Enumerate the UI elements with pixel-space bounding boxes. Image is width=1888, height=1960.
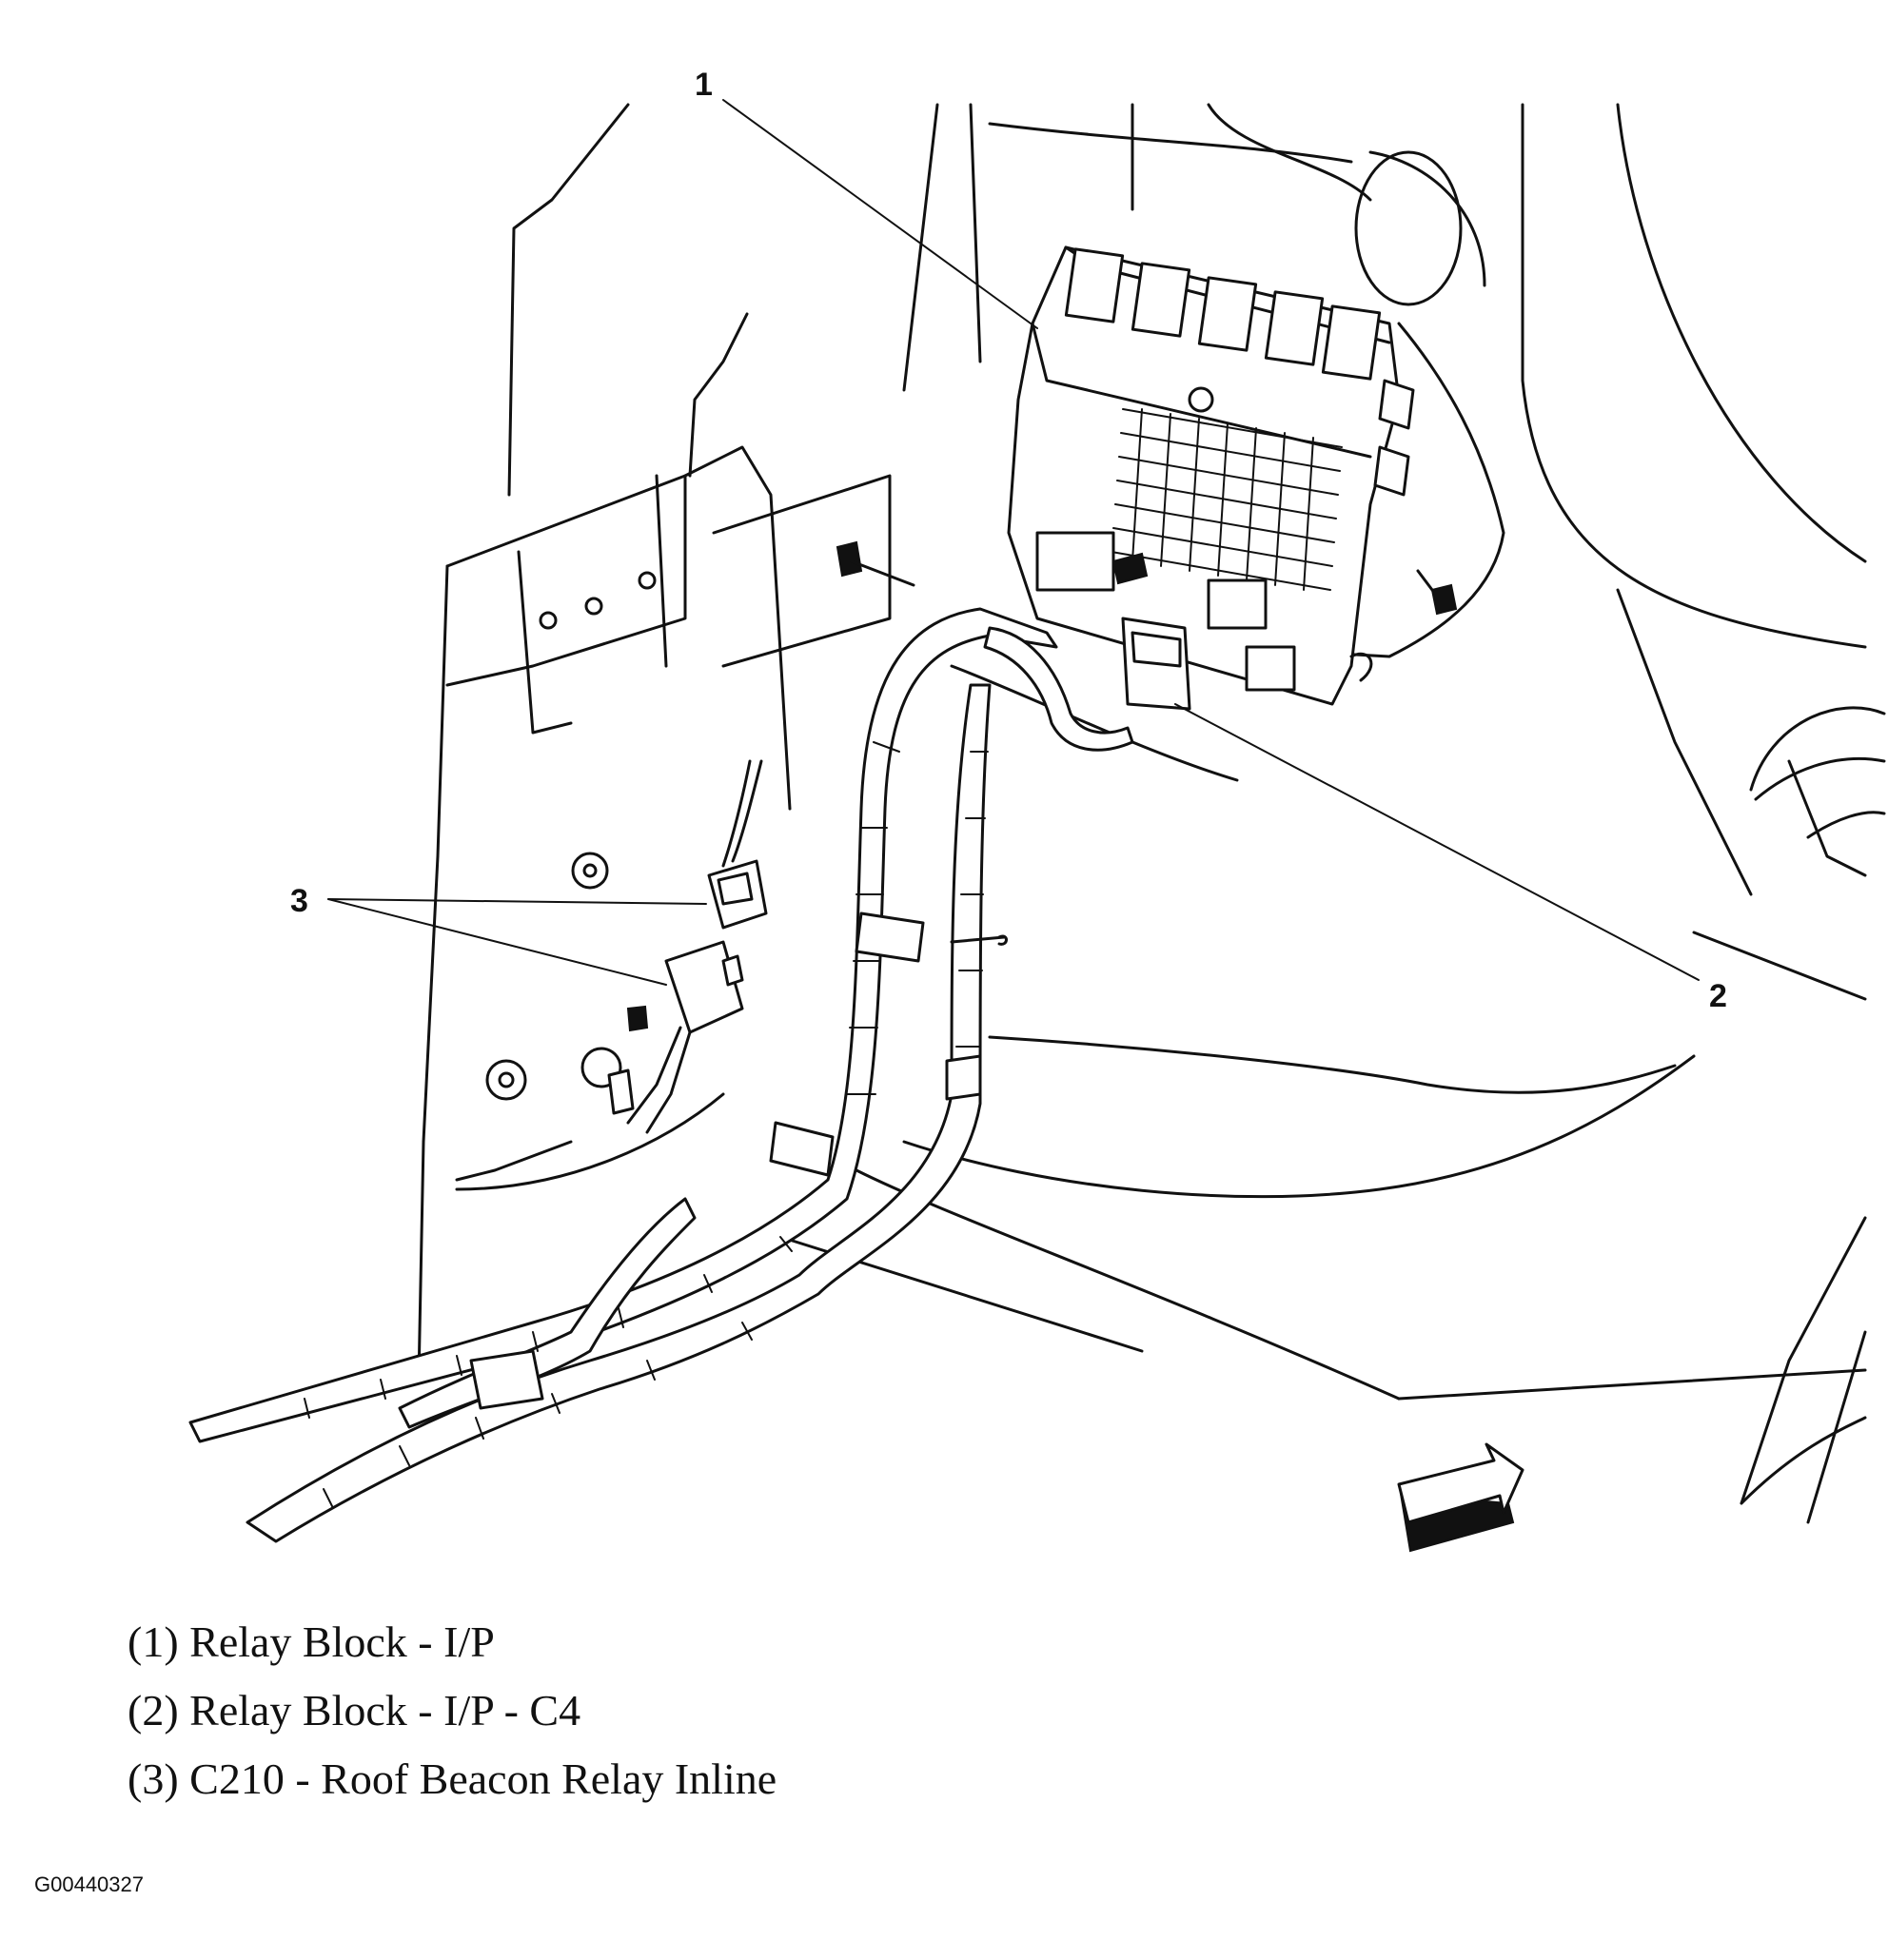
relay-block-ip	[1007, 245, 1415, 706]
legend-item-2: (2) Relay Block - I/P - C4	[128, 1686, 581, 1735]
callout-number-1: 1	[695, 67, 713, 103]
grommet	[1749, 706, 1886, 877]
dash-structure	[778, 103, 1867, 1524]
mounting-bolts	[836, 540, 1458, 682]
legend: (1) Relay Block - I/P (2) Relay Block - …	[128, 1608, 777, 1813]
figure-id: G00440327	[34, 1872, 144, 1896]
callout-number-2: 2	[1709, 978, 1727, 1014]
leader-lines	[327, 99, 1700, 986]
relay-block-c4-connector	[1121, 617, 1191, 711]
legend-item-3: (3) C210 - Roof Beacon Relay Inline	[128, 1754, 777, 1803]
wire-harness	[188, 607, 1134, 1543]
c210-inline-connector	[607, 759, 768, 1134]
legend-item-1: (1) Relay Block - I/P	[128, 1617, 495, 1666]
relay-block-location-diagram: 1 2 3	[188, 67, 1886, 1553]
front-direction-arrow-icon	[1397, 1442, 1524, 1553]
callout-number-3: 3	[290, 883, 308, 919]
left-pillar-panel	[417, 103, 892, 1382]
fuse-grid	[1111, 408, 1343, 591]
